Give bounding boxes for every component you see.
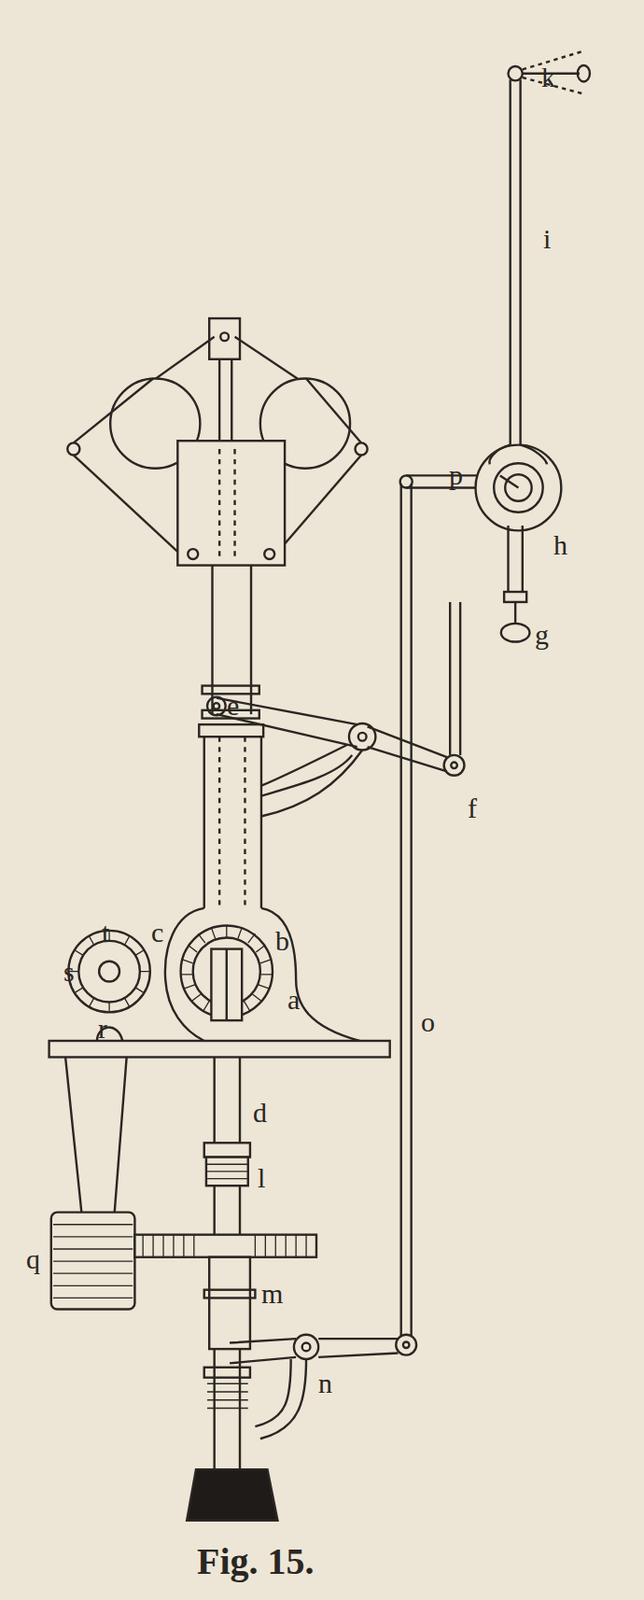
part-letter: t — [101, 918, 110, 947]
part-letter: h — [553, 531, 568, 560]
part-letter: e — [226, 691, 239, 720]
part-letter: k — [541, 63, 556, 92]
part-letter: s — [63, 957, 75, 986]
part-letter: m — [261, 1279, 283, 1308]
figure-caption: Fig. 15. — [196, 1542, 315, 1581]
part-letter: r — [98, 1014, 108, 1043]
part-letter: d — [252, 1098, 267, 1127]
part-letter: n — [318, 1369, 333, 1398]
part-letter: f — [467, 794, 477, 823]
part-letter: a — [287, 985, 300, 1014]
part-letter: q — [26, 1245, 41, 1274]
part-letter: b — [275, 926, 290, 955]
part-letter: g — [534, 620, 549, 649]
part-letter: i — [543, 224, 551, 253]
part-letter: p — [448, 461, 463, 490]
part-letter: c — [151, 918, 164, 947]
part-letter: l — [257, 1163, 266, 1192]
part-letter: o — [420, 1008, 435, 1036]
